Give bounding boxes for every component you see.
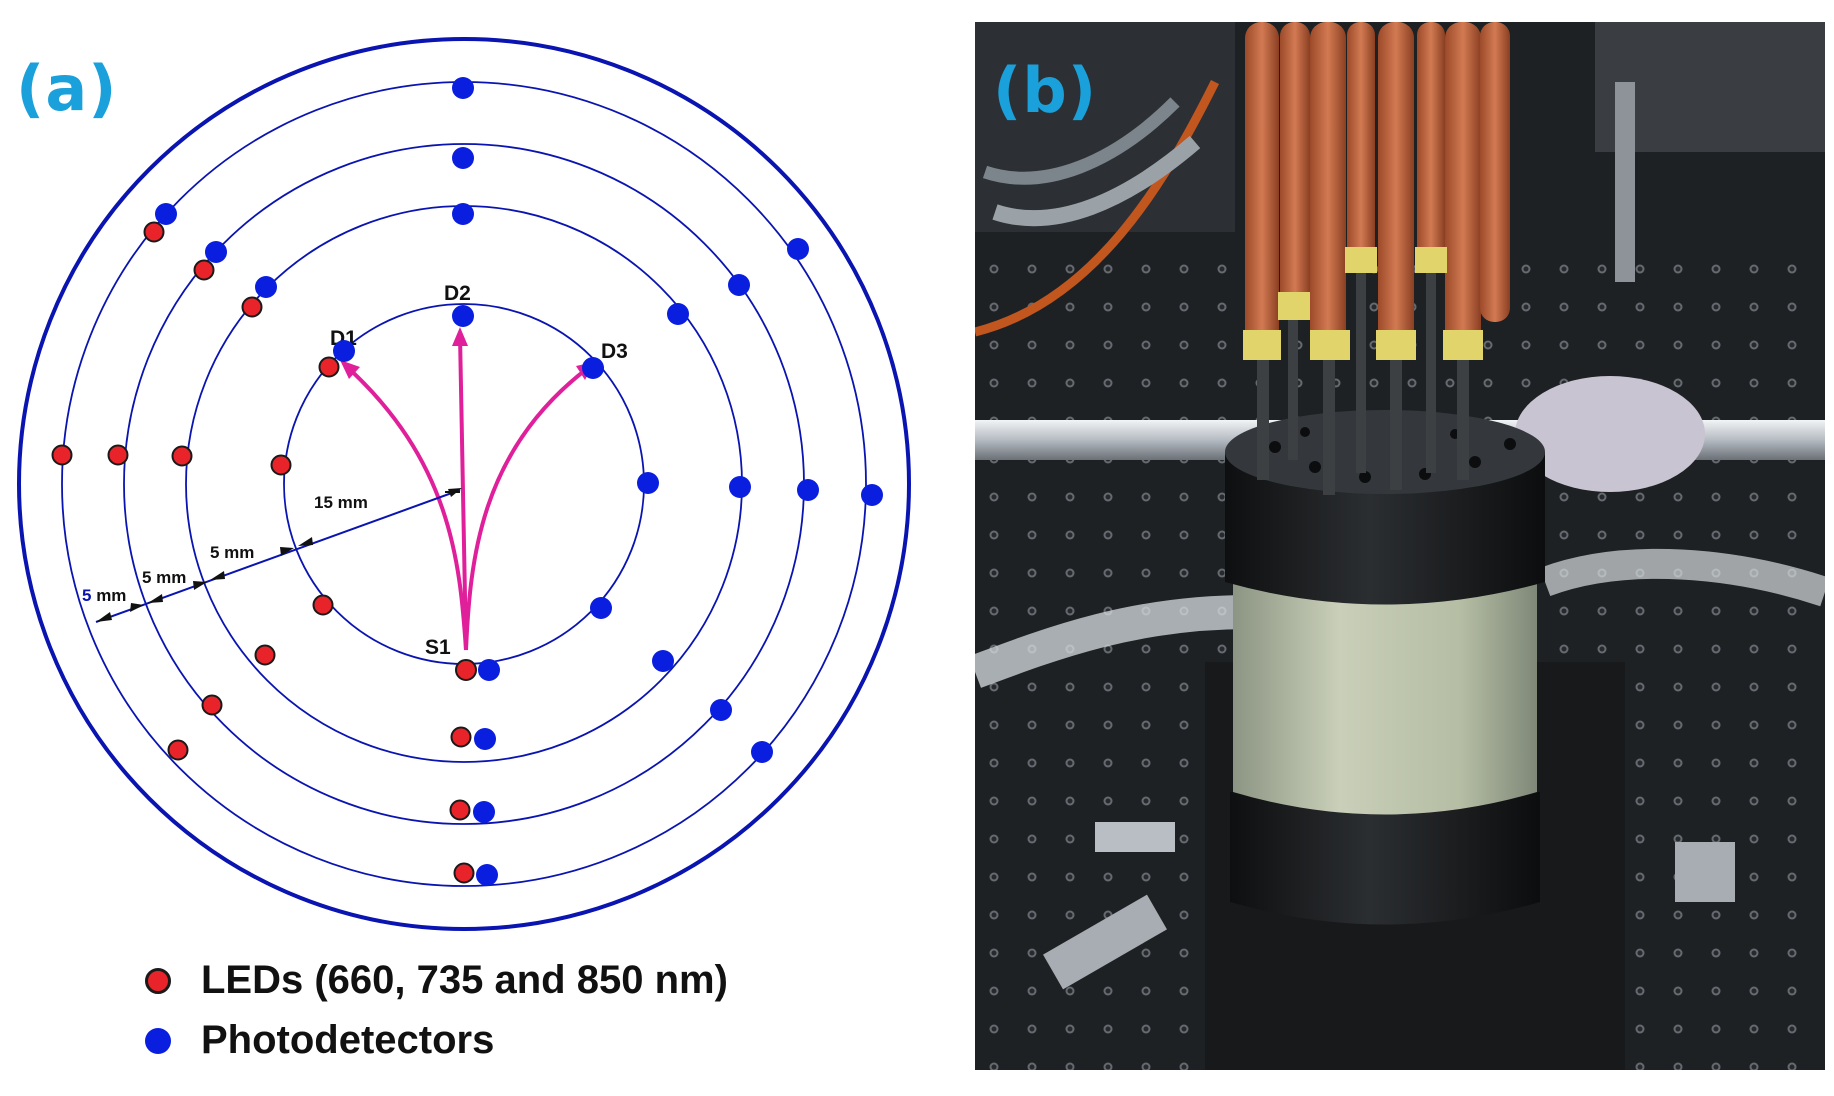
panel-a: (a): [16, 37, 911, 1063]
silicone-tube: [1539, 548, 1825, 607]
photodetector: [452, 203, 474, 225]
micrometer-clamp: [1675, 842, 1735, 902]
fiber-ferrules: [1257, 273, 1469, 495]
path-s1-d1: [343, 363, 468, 651]
arrowhead-dim: [210, 571, 225, 580]
gap-label-3: 5 mm: [82, 586, 126, 605]
photodetector: [667, 303, 689, 325]
led: [449, 799, 471, 821]
led: [318, 356, 340, 378]
photodetector-d1: [333, 340, 355, 362]
photodetector: [452, 147, 474, 169]
probe-photo-illustration: [975, 22, 1825, 1070]
led: [450, 726, 472, 748]
silicone-tube: [975, 595, 1251, 688]
legend-item-photodetector: Photodetectors: [145, 1018, 494, 1063]
path-s1-d2: [458, 334, 468, 651]
led: [107, 444, 129, 466]
photodetector: [751, 741, 773, 763]
photodetector: [729, 476, 751, 498]
arrowhead-dim: [280, 547, 294, 556]
photodetector-d3: [582, 357, 604, 379]
probe-holder: [1225, 452, 1545, 605]
grey-cable: [992, 135, 1201, 227]
post: [1615, 82, 1635, 282]
photodetector: [652, 650, 674, 672]
holder-holes: [1269, 427, 1516, 483]
led: [171, 445, 193, 467]
arrowhead-dim: [193, 581, 207, 590]
dimension-arrowheads: [96, 488, 462, 622]
photodetector: [590, 597, 612, 619]
led: [193, 259, 215, 281]
led: [241, 296, 263, 318]
optical-fibers: [1245, 22, 1510, 352]
micrometer-clamp: [1095, 822, 1175, 852]
probe-layout-diagram: 15 mm 5 mm 5 mm 5 mm D1 D2 D3 S1: [17, 37, 911, 931]
tape-bands: [1243, 247, 1483, 360]
arrowhead-dim: [298, 537, 313, 546]
photodetector: [861, 484, 883, 506]
panel-b-photo: (b): [975, 22, 1825, 1070]
source-label-s1: S1: [425, 636, 451, 659]
led: [201, 694, 223, 716]
light-paths: [343, 334, 590, 651]
legend-item-led: LEDs (660, 735 and 850 nm): [145, 958, 728, 1003]
path-s1-d3: [464, 366, 590, 651]
arrowhead-d1: [340, 360, 360, 379]
led: [312, 594, 334, 616]
legend-label-photodetector: Photodetectors: [201, 1018, 495, 1062]
photodetector: [787, 238, 809, 260]
gap-label-1: 5 mm: [210, 543, 254, 562]
led-legend-icon: [145, 967, 171, 994]
grey-cable: [982, 97, 1180, 185]
photodetector: [255, 276, 277, 298]
micrometer: [1043, 894, 1167, 990]
arrowhead-d2: [452, 327, 468, 346]
arrowhead-dim: [96, 612, 112, 622]
arrowhead-dim: [448, 488, 462, 497]
photodetector: [710, 699, 732, 721]
outer-boundary-ring: [17, 37, 911, 931]
legend-label-led: LEDs (660, 735 and 850 nm): [201, 958, 728, 1002]
photodetector-d2: [452, 305, 474, 327]
panel-a-label: (a): [16, 52, 118, 125]
led: [254, 644, 276, 666]
detector-label-d2: D2: [444, 282, 471, 305]
detector-label-d3: D3: [601, 340, 628, 363]
photodetector: [797, 479, 819, 501]
arrowhead-dim: [148, 594, 163, 603]
paper-disc: [1515, 376, 1705, 492]
led: [453, 862, 475, 884]
led: [143, 221, 165, 243]
photodetector: [476, 864, 498, 886]
photodetector: [637, 472, 659, 494]
led: [51, 444, 73, 466]
led-s1: [455, 659, 477, 681]
lower-holder: [1230, 792, 1540, 925]
photodetector: [452, 77, 474, 99]
arrowhead-dim: [130, 603, 144, 612]
photodetector-markers: [155, 77, 883, 886]
photodetector: [473, 801, 495, 823]
led: [270, 454, 292, 476]
panel-b-label: (b): [993, 54, 1098, 127]
orange-cable: [975, 79, 1220, 337]
photodetector: [474, 728, 496, 750]
led-markers: [51, 221, 477, 884]
photodetector-legend-icon: [145, 1027, 171, 1054]
photodetector: [155, 203, 177, 225]
led: [167, 739, 189, 761]
photodetector: [205, 241, 227, 263]
tissue-phantom: [1233, 582, 1537, 815]
photodetector: [728, 274, 750, 296]
photodetector: [478, 659, 500, 681]
radius-label: 15 mm: [314, 493, 368, 512]
gap-label-2: 5 mm: [142, 568, 186, 587]
path-arrowheads: [340, 327, 594, 380]
